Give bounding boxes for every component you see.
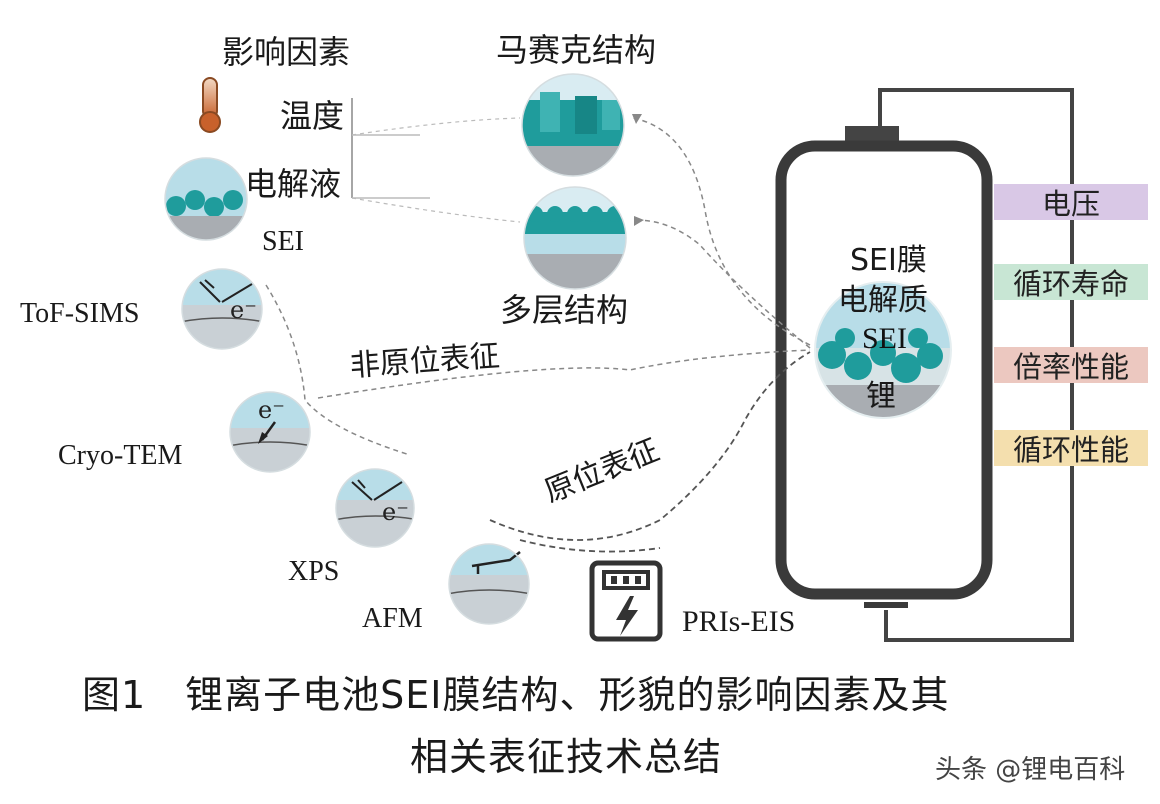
multilayer-structure-circle xyxy=(524,187,626,289)
battery-electrolyte-label: 电解质 xyxy=(838,283,928,318)
arrow-heads xyxy=(632,114,644,226)
performance-voltage: 电压 xyxy=(994,184,1148,221)
watermark: 头条 @锂电百科 xyxy=(935,755,1126,785)
factor-connections xyxy=(351,117,521,223)
pris-eis-label: PRIs-EIS xyxy=(682,605,796,638)
xps-circle-outline xyxy=(335,468,415,548)
sei-label: SEI xyxy=(262,226,304,257)
svg-text:e⁻: e⁻ xyxy=(258,396,285,424)
electrolyte-label: 电解液 xyxy=(245,165,342,203)
cryo-tem-circle-outline xyxy=(229,391,311,473)
tof-sims-label: ToF-SIMS xyxy=(20,298,140,329)
tof-sims-probe-icon: e⁻ xyxy=(199,279,257,324)
performance-cycling: 循环性能 xyxy=(994,430,1148,467)
pris-eis-device-icon xyxy=(589,560,663,642)
afm-label: AFM xyxy=(362,603,423,634)
influence-factors-title: 影响因素 xyxy=(222,33,351,71)
battery-lithium-label: 锂 xyxy=(866,379,896,414)
cryo-tem-electron-icon: e⁻ xyxy=(258,396,285,444)
in-situ-connections xyxy=(489,351,811,553)
temperature-label: 温度 xyxy=(280,97,345,135)
svg-text:e⁻: e⁻ xyxy=(382,498,409,526)
afm-circle-outline xyxy=(448,543,530,625)
electrolyte-sei-circle-outline xyxy=(164,157,248,241)
electrolyte-sei-circle xyxy=(165,158,247,240)
thermometer-icon xyxy=(199,77,221,133)
mosaic-structure-label: 马赛克结构 xyxy=(496,31,657,69)
svg-text:e⁻: e⁻ xyxy=(230,296,257,324)
figure-caption-line2: 相关表征技术总结 xyxy=(410,735,723,779)
afm-circle xyxy=(449,544,529,624)
battery-body xyxy=(775,126,993,608)
figure-caption-line1: 图1 锂离子电池SEI膜结构、形貌的影响因素及其 xyxy=(82,673,950,717)
battery-sei-film-label: SEI膜 xyxy=(850,243,927,278)
performance-cycle-life: 循环寿命 xyxy=(994,264,1148,301)
mosaic-structure-circle xyxy=(522,74,624,176)
tof-sims-circle-outline xyxy=(181,268,263,350)
cryo-tem-label: Cryo-TEM xyxy=(58,440,183,471)
xps-label: XPS xyxy=(288,556,340,587)
performance-rate: 倍率性能 xyxy=(994,347,1148,384)
multilayer-structure-circle-outline xyxy=(523,186,627,290)
battery-sei-label: SEI xyxy=(862,322,907,355)
factor-bracket xyxy=(351,98,430,199)
ex-situ-connections xyxy=(265,117,811,456)
multilayer-structure-label: 多层结构 xyxy=(500,291,629,329)
battery-sei-circle-outline xyxy=(814,281,952,419)
mosaic-structure-circle-outline xyxy=(521,73,625,177)
battery-sei-circle xyxy=(815,282,951,418)
xps-probe-icon: e⁻ xyxy=(351,479,409,526)
